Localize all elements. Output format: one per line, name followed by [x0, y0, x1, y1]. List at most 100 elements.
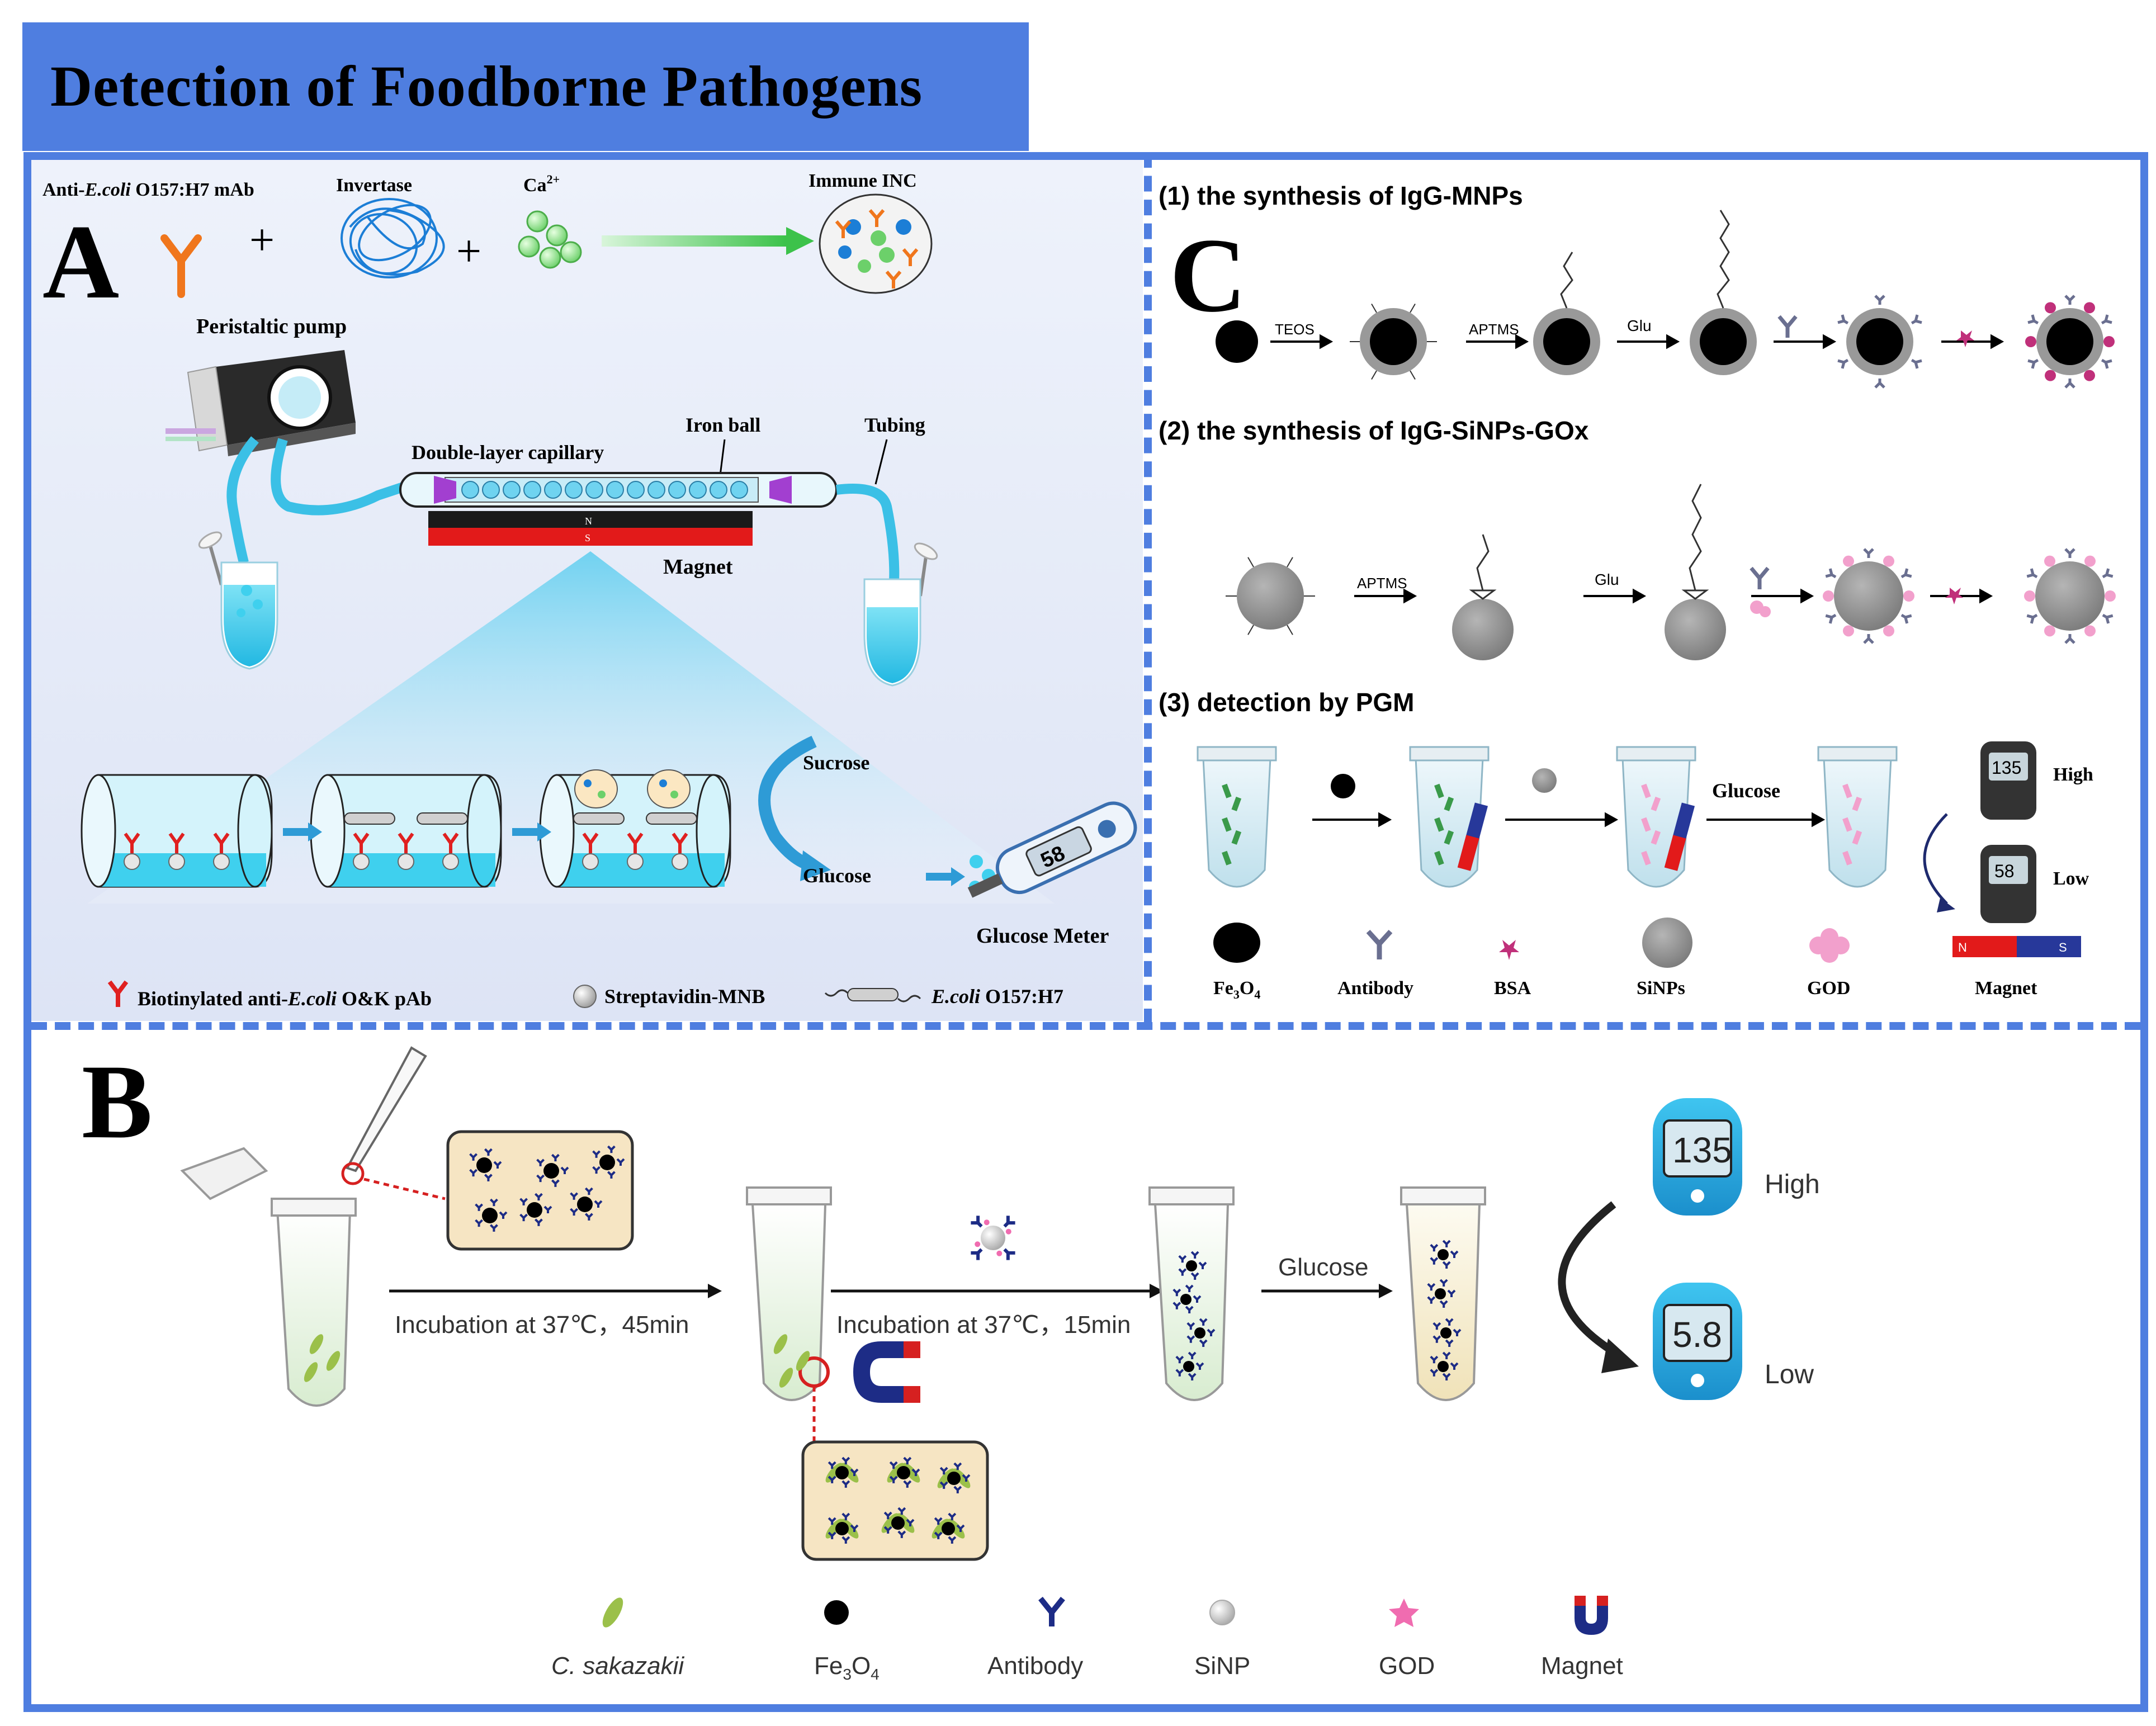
particle-antibody — [850, 1524, 859, 1532]
particle-antibody — [1427, 1283, 1436, 1291]
legend-pab-label: Biotinylated anti-E.coli O&K pAb — [138, 987, 432, 1010]
bacteria-cell — [309, 1334, 324, 1354]
silica-coated-mnp — [1360, 308, 1427, 375]
antibody-mark — [398, 833, 414, 853]
legend-magnet-label-b: Magnet — [1541, 1652, 1623, 1680]
mnb-bead — [582, 853, 599, 870]
detection-tubes — [1197, 746, 1898, 888]
panel-a: Anti-E.coli O157:H7 mAb Invertase Ca2+ I… — [31, 160, 1143, 1021]
magnet-pole-s: S — [585, 532, 590, 543]
particle-antibody — [1439, 1300, 1448, 1308]
particle-antibody — [1188, 1373, 1197, 1381]
surface-antibody — [1900, 613, 1912, 624]
surface-god — [1823, 590, 1834, 602]
antibody-mark — [442, 833, 459, 853]
oh-bond — [1287, 625, 1293, 635]
particle-antibody — [911, 1468, 920, 1476]
oh-bond — [1247, 557, 1254, 568]
particle-antibody — [1195, 1362, 1204, 1370]
tube-particle — [1842, 817, 1852, 832]
meter-low-c: 58 — [1980, 845, 2036, 923]
particle-antibody — [1453, 1328, 1462, 1336]
meter-high-value-c: 135 — [1992, 758, 2021, 778]
particle-antibody — [1432, 1335, 1441, 1343]
surface-antibody — [2026, 568, 2038, 579]
particle-antibody — [1186, 1322, 1195, 1330]
particle-antibody — [535, 1218, 543, 1226]
surface-god — [2084, 555, 2096, 567]
particle-antibody — [828, 1461, 836, 1469]
surface-god — [1883, 555, 1894, 567]
fe3o4-core — [1216, 320, 1258, 363]
tube-lid — [1616, 746, 1696, 762]
mnb-bead — [213, 853, 230, 870]
tube-particle — [1651, 796, 1661, 811]
particle-antibody — [828, 1476, 836, 1483]
oh-bond — [1410, 370, 1416, 380]
particle-antibody — [841, 1480, 850, 1488]
particle-antibody — [1430, 1257, 1439, 1265]
god-mark — [984, 1219, 990, 1226]
particle-antibody — [1175, 1369, 1184, 1377]
pipette-zoom-line — [363, 1178, 446, 1200]
particle-antibody — [570, 1192, 578, 1200]
tube-particle — [1641, 783, 1651, 798]
surface-antibody — [1863, 548, 1874, 558]
fe3o4-particle — [1438, 1249, 1449, 1260]
step2-title: (2) the synthesis of IgG-SiNPs-GOx — [1159, 416, 1589, 445]
particle-antibody — [484, 1148, 493, 1156]
antibody-mark — [213, 833, 230, 853]
surface-antibody — [2064, 634, 2075, 644]
particle-antibody — [841, 1512, 850, 1521]
fe3o4-particle — [476, 1157, 492, 1173]
particle-antibody — [1172, 1288, 1181, 1297]
formation-arrow — [602, 227, 814, 255]
tube-4 — [1400, 1186, 1486, 1401]
particle-antibody — [1172, 1302, 1181, 1309]
aptms-label-2: APTMS — [1357, 575, 1407, 592]
tube-particle — [1641, 850, 1651, 866]
tube-3 — [1148, 1186, 1235, 1401]
igg-sinp-gox — [1834, 561, 1903, 631]
antibody-mark — [582, 833, 599, 853]
fe3o4-particle — [1194, 1327, 1205, 1339]
particle-antibody — [1193, 1295, 1202, 1303]
particle-antibody — [939, 1467, 948, 1475]
iron-ball-label: Iron ball — [685, 414, 760, 436]
particle-antibody — [1003, 1216, 1015, 1228]
surface-antibody — [1837, 358, 1849, 369]
magnet-label: Magnet — [663, 555, 733, 579]
surface-antibody — [1825, 568, 1837, 579]
fe3o4-particle — [1180, 1294, 1192, 1305]
antibody-mark — [627, 833, 644, 853]
legend-sakazakii-label: C. sakazakii — [551, 1652, 684, 1680]
glu-label-1: Glu — [1627, 317, 1652, 334]
meter-high-value-b: 135 — [1672, 1130, 1732, 1170]
tube-magnet-red — [1664, 835, 1686, 871]
tube-lid — [1817, 746, 1898, 762]
surface-antibody — [1863, 634, 1874, 644]
meter-low-value-b: 5.8 — [1672, 1314, 1722, 1355]
tube-particle — [1222, 850, 1232, 866]
tube-particle — [1651, 830, 1661, 845]
surface-bsa — [2103, 336, 2115, 347]
antibody-mark — [672, 833, 688, 853]
sucrose-label: Sucrose — [803, 751, 869, 774]
particle-antibody — [1430, 1355, 1439, 1364]
legend-fe3o4-label-b: Fe3O4 — [814, 1652, 880, 1683]
particle-antibody — [585, 1187, 593, 1195]
particle-antibody — [536, 1174, 545, 1183]
legend-pab-icon — [107, 980, 129, 1007]
meter-low-value-c: 58 — [1994, 861, 2015, 881]
step3-arrows — [1312, 812, 1826, 827]
tube-2 — [746, 1186, 832, 1401]
mnb-bead — [398, 853, 414, 870]
particle-antibody — [1445, 1339, 1454, 1347]
legend-magnet-label-c: Magnet — [1975, 978, 2037, 999]
particle-antibody — [519, 1198, 528, 1205]
sinp-glu — [1665, 484, 1726, 660]
bacteria-cell — [779, 1368, 793, 1388]
particle-antibody — [948, 1512, 957, 1521]
tube-contents-b — [304, 1240, 1462, 1388]
pipette-icon — [341, 1046, 427, 1185]
